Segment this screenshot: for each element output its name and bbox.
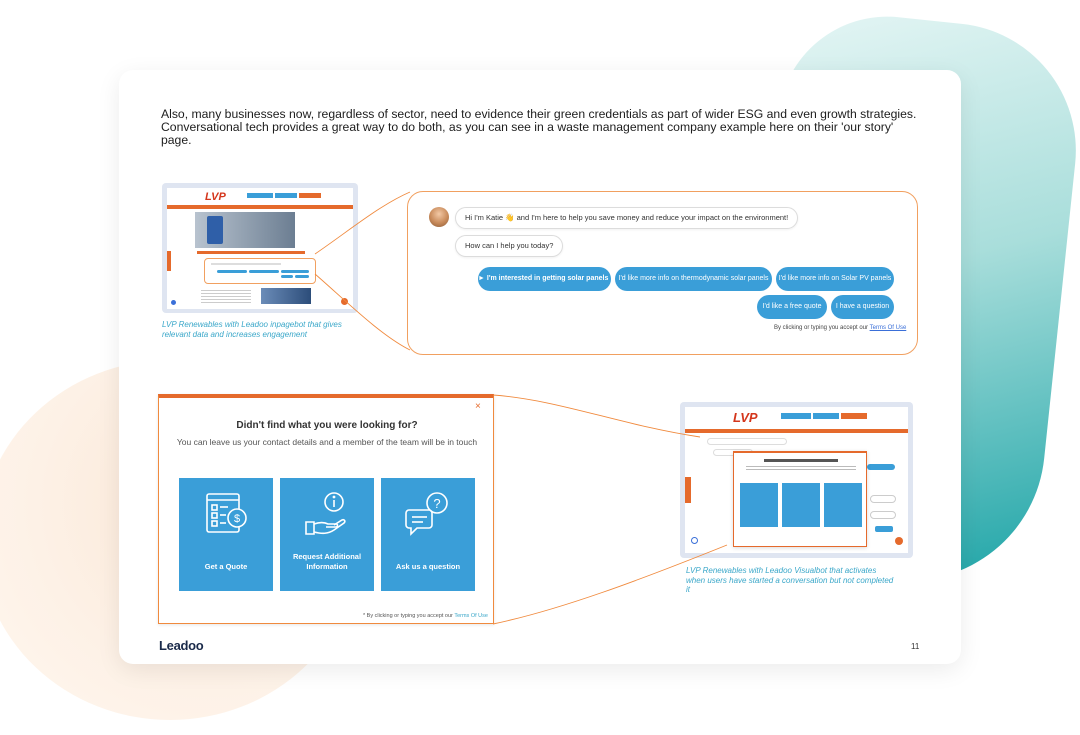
lvp-logo: LVP xyxy=(205,191,226,203)
modal-title: Didn't find what you were looking for? xyxy=(236,420,418,431)
thumbnail-screen-2: LVP xyxy=(685,407,908,553)
svg-text:?: ? xyxy=(433,496,440,511)
intro-paragraph: Also, many businesses now, regardless of… xyxy=(161,107,917,147)
modal-terms-text: * By clicking or typing you accept our xyxy=(363,613,453,619)
thumb-help-icon xyxy=(171,300,176,305)
thumb-widget-icon xyxy=(341,298,348,305)
option-button-free-quote[interactable]: I'd like a free quote xyxy=(757,295,827,319)
connector-top xyxy=(314,191,411,255)
thumbnail-visualbot: LVP xyxy=(680,402,913,558)
caption-inpagebot: LVP Renewables with Leadoo inpagebot tha… xyxy=(162,320,342,339)
thumb2-input-1 xyxy=(870,495,896,503)
greeting-bubble: Hi I'm Katie 👋 and I'm here to help you … xyxy=(455,207,799,229)
connector-modal-top xyxy=(492,394,701,438)
question-bubble: How can I help you today? xyxy=(455,235,564,257)
tile-get-a-quote[interactable]: $ Get a Quote xyxy=(179,478,273,591)
thumb-text-block xyxy=(201,290,251,304)
thumb2-widget-icon xyxy=(895,537,903,545)
thumb2-chat-bubble-1 xyxy=(707,438,787,445)
tile-label-request: Request Additional Information xyxy=(292,552,362,571)
thumb2-help-icon xyxy=(691,537,698,544)
tile-ask-question[interactable]: ? Ask us a question xyxy=(381,478,475,591)
thumb-chat-area xyxy=(204,258,316,284)
thumb2-modal xyxy=(733,451,867,547)
svg-text:$: $ xyxy=(234,513,240,525)
thumb-cta-bar xyxy=(197,251,305,254)
option-button-solar-pv[interactable]: I'd like more info on Solar PV panels xyxy=(776,267,894,291)
info-hand-icon xyxy=(305,492,346,535)
leadoo-logo: Leadoo xyxy=(159,638,204,653)
thumb2-side-tab xyxy=(685,477,691,503)
lvp-logo-2: LVP xyxy=(733,410,758,425)
option-button-interested-solar[interactable]: ► I'm interested in getting solar panels… xyxy=(478,267,617,291)
thumb-nav-bar xyxy=(167,205,353,209)
thumb-nav-buttons xyxy=(247,193,347,198)
thumb2-modal-sub xyxy=(746,466,856,472)
thumb2-modal-heading xyxy=(764,459,838,462)
quote-icon: $ xyxy=(206,493,247,533)
connector-bottom xyxy=(314,273,411,351)
exit-intent-modal: × Didn't find what you were looking for?… xyxy=(158,394,494,624)
tile-label-question: Ask us a question xyxy=(395,562,461,571)
page-number: 11 xyxy=(911,642,920,651)
thumb2-tile-2 xyxy=(782,483,820,527)
connector-modal-bottom xyxy=(492,544,728,625)
thumb2-nav-bar xyxy=(685,429,908,433)
thumb-photo xyxy=(261,288,311,304)
close-icon[interactable]: × xyxy=(475,401,481,412)
agent-avatar xyxy=(429,207,449,227)
modal-terms-link[interactable]: Terms Of Use xyxy=(454,613,488,619)
thumbnail-screen: LVP xyxy=(167,188,353,309)
modal-subtitle: You can leave us your contact details an… xyxy=(176,437,478,447)
thumb2-submit xyxy=(875,526,893,532)
thumb2-input-2 xyxy=(870,511,896,519)
question-chat-icon: ? xyxy=(405,492,448,536)
modal-terms-notice: * By clicking or typing you accept our T… xyxy=(363,613,488,619)
thumb-chat-buttons xyxy=(217,270,313,280)
tile-request-info[interactable]: Request Additional Information xyxy=(280,478,374,591)
thumb2-nav-buttons xyxy=(781,413,901,419)
thumb2-tile-1 xyxy=(740,483,778,527)
chatbot-zoom-card: Hi I'm Katie 👋 and I'm here to help you … xyxy=(407,191,918,355)
tile-label-quote: Get a Quote xyxy=(204,562,248,571)
chat-terms-text: By clicking or typing you accept our xyxy=(774,325,869,331)
chat-terms-notice: By clicking or typing you accept our Ter… xyxy=(774,325,906,331)
thumb-side-tab xyxy=(167,251,171,271)
caption-visualbot: LVP Renewables with Leadoo Visualbot tha… xyxy=(686,566,894,594)
slide-page: Also, many businesses now, regardless of… xyxy=(119,70,961,664)
thumbnail-inpagebot: LVP xyxy=(162,183,358,313)
thumb-chat-lines xyxy=(211,263,281,265)
option-button-thermodynamic[interactable]: I'd like more info on thermodynamic sola… xyxy=(615,267,772,291)
option-button-question[interactable]: I have a question xyxy=(831,295,894,319)
thumb2-option-button xyxy=(867,464,895,470)
chat-terms-link[interactable]: Terms Of Use xyxy=(869,325,907,331)
thumb2-tile-3 xyxy=(824,483,862,527)
thumb-hero-image-product xyxy=(207,216,223,244)
